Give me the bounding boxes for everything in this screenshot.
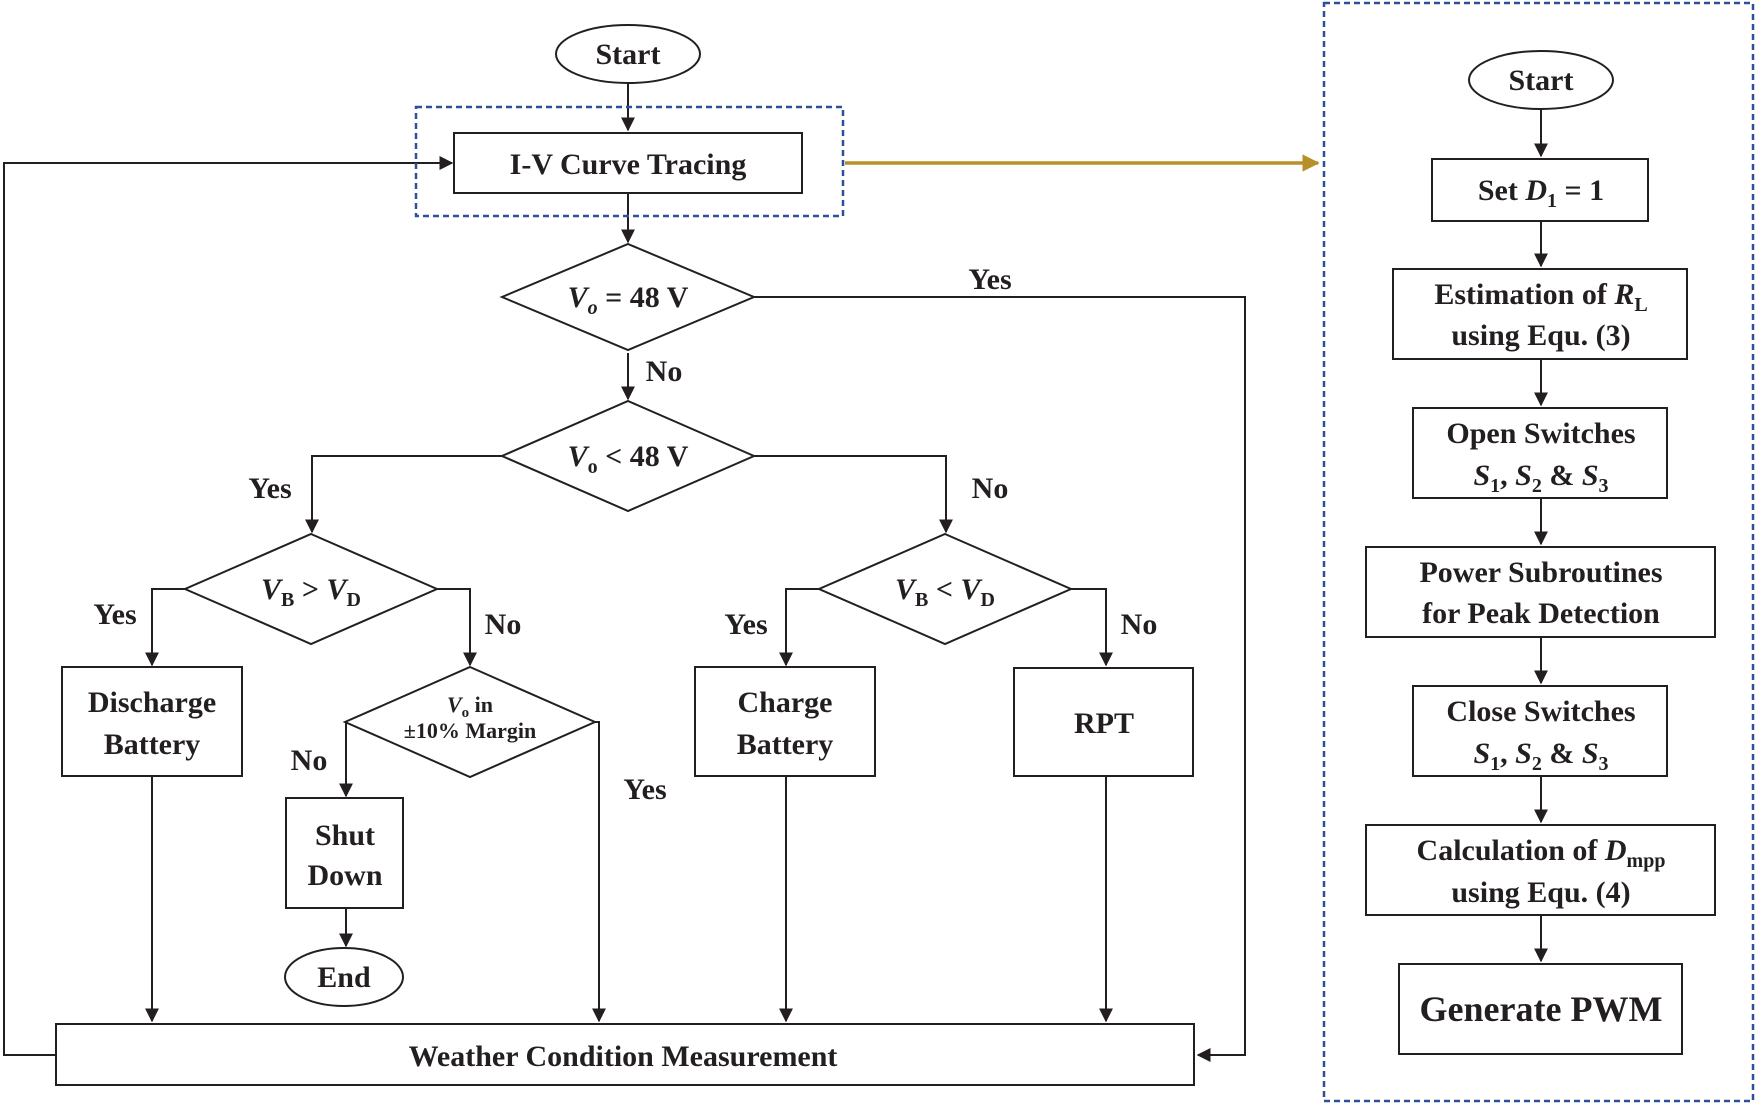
decision-vo-margin bbox=[342, 665, 598, 779]
generate-pwm-label: Generate PWM bbox=[1420, 989, 1663, 1029]
branch-labels: Yes No Yes No Yes No Yes No No Yes bbox=[93, 263, 1157, 806]
label-no-d3: No bbox=[485, 608, 522, 641]
decision-vo-lt-48 bbox=[499, 399, 757, 513]
label-no-d2: No bbox=[972, 472, 1009, 505]
arrow-weather-loop-to-iv bbox=[3, 156, 454, 1056]
decision-vo-lt-48-label: Vo < 48 V bbox=[568, 440, 689, 478]
power-subroutines-line2: for Peak Detection bbox=[1422, 597, 1660, 630]
shutdown-box bbox=[285, 797, 404, 909]
decision-vo-margin-line2: ±10% Margin bbox=[404, 718, 536, 743]
arrow-d3-yes-to-discharge bbox=[145, 588, 185, 667]
calculation-dmpp-box bbox=[1365, 824, 1716, 916]
rpt-box bbox=[1013, 667, 1194, 777]
open-switches-line1: Open Switches bbox=[1446, 417, 1635, 450]
arrow-d1-yes-to-weather bbox=[754, 296, 1246, 1062]
shutdown-label-line2: Down bbox=[307, 859, 382, 892]
label-yes-d2: Yes bbox=[248, 472, 291, 505]
arrow-d2-no-to-d4 bbox=[754, 455, 953, 534]
shutdown-label-line1: Shut bbox=[315, 819, 375, 852]
label-no-d1: No bbox=[646, 355, 683, 388]
sub-start-label: Start bbox=[1509, 64, 1574, 97]
decision-vo-eq-48 bbox=[499, 242, 757, 352]
main-connectors bbox=[3, 76, 1246, 1062]
generate-pwm-box bbox=[1398, 963, 1683, 1055]
power-subroutines-line1: Power Subroutines bbox=[1419, 556, 1662, 589]
label-no-d5: No bbox=[291, 744, 328, 777]
weather-measurement-box bbox=[55, 1023, 1195, 1086]
weather-label: Weather Condition Measurement bbox=[409, 1040, 838, 1073]
arrow-d3-no-to-d5 bbox=[437, 588, 477, 667]
power-subroutines-box bbox=[1365, 546, 1716, 638]
set-d1-label: Set D1 = 1 bbox=[1478, 174, 1604, 212]
start-terminal bbox=[555, 24, 701, 84]
charge-label-line1: Charge bbox=[738, 686, 833, 719]
charge-battery-box bbox=[694, 666, 876, 777]
discharge-battery-box bbox=[61, 666, 243, 777]
main-flow: Start I-V Curve Tracing Vo = 48 V Vo < 4… bbox=[55, 24, 1195, 1086]
sub-start-terminal bbox=[1468, 50, 1614, 110]
discharge-label-line2: Battery bbox=[104, 728, 201, 761]
arrow-d5-yes-to-weather bbox=[592, 721, 606, 1023]
estimation-rl-line1: Estimation of RL bbox=[1434, 278, 1647, 316]
estimation-rl-box bbox=[1392, 268, 1688, 360]
end-terminal bbox=[284, 947, 404, 1007]
subroutine-frame bbox=[1322, 1, 1755, 1103]
decision-vo-margin-line1: Vo in bbox=[447, 692, 493, 721]
discharge-label-line1: Discharge bbox=[88, 686, 216, 719]
arrow-d2-yes-to-d3 bbox=[305, 455, 502, 534]
calculation-dmpp-line2: using Equ. (4) bbox=[1451, 876, 1630, 909]
arrow-d4-yes-to-charge bbox=[779, 588, 819, 667]
label-yes-d1: Yes bbox=[968, 263, 1011, 296]
start-label: Start bbox=[596, 38, 661, 71]
decision-vb-lt-vd bbox=[816, 532, 1074, 646]
iv-highlight-frame bbox=[414, 105, 845, 218]
end-label: End bbox=[317, 961, 371, 994]
rpt-label: RPT bbox=[1074, 707, 1134, 740]
open-switches-box bbox=[1412, 407, 1668, 499]
decision-vb-gt-vd bbox=[182, 532, 440, 646]
arrow-d4-no-to-rpt bbox=[1071, 588, 1113, 667]
estimation-rl-line2: using Equ. (3) bbox=[1451, 319, 1630, 352]
set-d1-box bbox=[1431, 158, 1649, 222]
open-switches-line2: S1, S2 & S3 bbox=[1473, 459, 1608, 497]
close-switches-box bbox=[1412, 685, 1668, 777]
label-yes-d4: Yes bbox=[724, 608, 767, 641]
calculation-dmpp-line1: Calculation of Dmpp bbox=[1417, 834, 1666, 872]
iv-curve-label: I-V Curve Tracing bbox=[510, 148, 747, 181]
iv-curve-box bbox=[453, 132, 803, 194]
decision-vb-lt-vd-label: VB < VD bbox=[895, 573, 995, 611]
decision-vb-gt-vd-label: VB > VD bbox=[261, 573, 361, 611]
close-switches-line1: Close Switches bbox=[1446, 695, 1635, 728]
charge-label-line2: Battery bbox=[737, 728, 834, 761]
close-switches-line2: S1, S2 & S3 bbox=[1473, 737, 1608, 775]
decision-vo-eq-48-label: Vo = 48 V bbox=[568, 281, 689, 319]
label-no-d4: No bbox=[1121, 608, 1158, 641]
subroutine-flow: Start Set D1 = 1 Estimation of RL using … bbox=[1365, 50, 1716, 1055]
label-yes-d3: Yes bbox=[93, 598, 136, 631]
label-yes-d5: Yes bbox=[623, 773, 666, 806]
